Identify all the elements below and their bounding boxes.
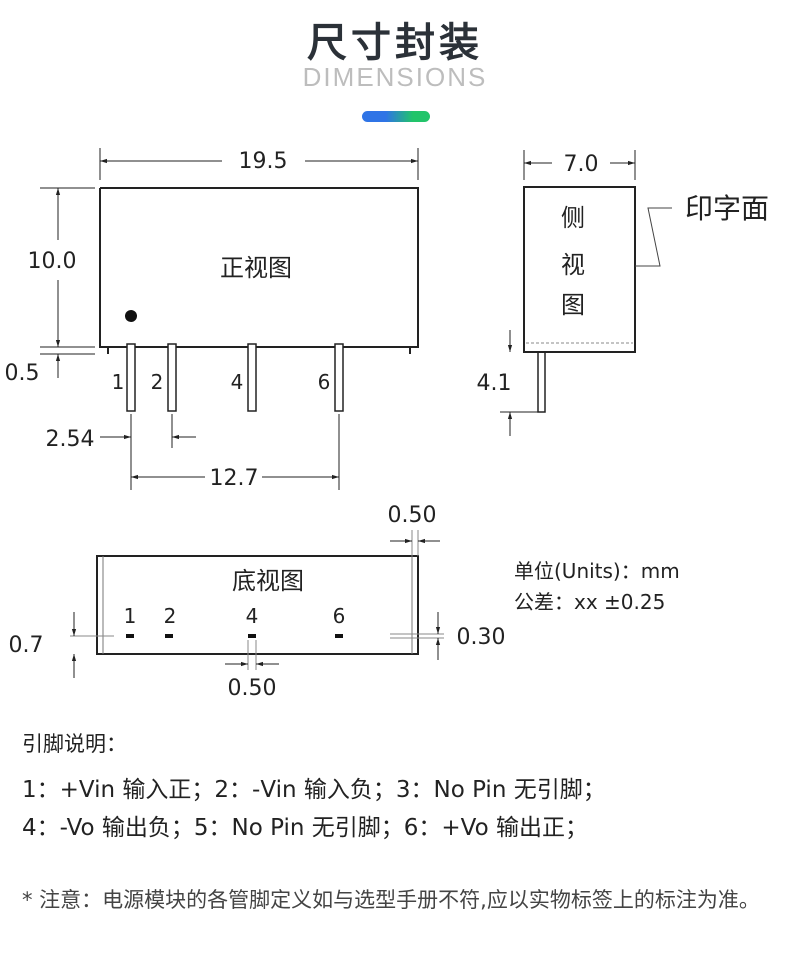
side-view: 侧 视 图 7.0 4.1 印字面 bbox=[477, 150, 769, 436]
dimension-label: 0.7 bbox=[9, 633, 44, 658]
dimension-label: 6 bbox=[333, 604, 346, 628]
units-text: 单位(Units)：mm bbox=[514, 559, 680, 583]
pin1-dot bbox=[125, 310, 137, 322]
section-subtitle: DIMENSIONS bbox=[302, 62, 488, 92]
accent-bar bbox=[362, 111, 430, 122]
pin-description-line: 4：-Vo 输出负；5：No Pin 无引脚；6：+Vo 输出正； bbox=[22, 815, 589, 841]
dimension-label: 1 bbox=[124, 604, 137, 628]
dimension-label: 2 bbox=[151, 370, 164, 394]
dimension-label: 12.7 bbox=[210, 466, 259, 491]
dimension-label: 10.0 bbox=[28, 249, 77, 274]
front-view: 正视图 1 2 4 6 19.5 10.0 0.5 2.54 12. bbox=[5, 148, 419, 491]
dimension-label: 侧 bbox=[561, 204, 585, 232]
dimension-label: 6 bbox=[318, 370, 331, 394]
pin-description-line: 1：+Vin 输入正；2：-Vin 输入负；3：No Pin 无引脚； bbox=[22, 777, 606, 803]
pin-description-title: 引脚说明： bbox=[22, 732, 127, 756]
dimension-label: 图 bbox=[561, 291, 585, 319]
dimension-label: 2 bbox=[164, 604, 177, 628]
front-view-label: 正视图 bbox=[220, 254, 292, 282]
marking-face-label: 印字面 bbox=[685, 192, 769, 225]
dimension-label: 4.1 bbox=[477, 371, 512, 396]
dimension-label: 视 bbox=[561, 251, 585, 279]
notice-text: * 注意：电源模块的各管脚定义如与选型手册不符,应以实物标签上的标注为准。 bbox=[22, 888, 760, 912]
dimension-label: 0.50 bbox=[388, 503, 437, 528]
dimension-label: 0.30 bbox=[457, 625, 506, 650]
bottom-view: 底视图 1 2 4 6 0.7 0.50 0.50 0.30 bbox=[9, 503, 506, 701]
dimension-label: 19.5 bbox=[239, 149, 288, 174]
dimension-label: 4 bbox=[231, 370, 244, 394]
dimension-label: 0.5 bbox=[5, 361, 40, 386]
dimension-label: 0.50 bbox=[228, 676, 277, 701]
dimension-label: 底视图 bbox=[232, 567, 304, 595]
section-title: 尺寸封装 bbox=[307, 20, 483, 66]
dimension-label: 2.54 bbox=[46, 427, 95, 452]
dimension-label: 1 bbox=[112, 370, 125, 394]
dimension-label: 4 bbox=[246, 604, 259, 628]
dimension-label: 7.0 bbox=[564, 152, 599, 177]
tolerance-text: 公差：xx ±0.25 bbox=[514, 590, 665, 614]
